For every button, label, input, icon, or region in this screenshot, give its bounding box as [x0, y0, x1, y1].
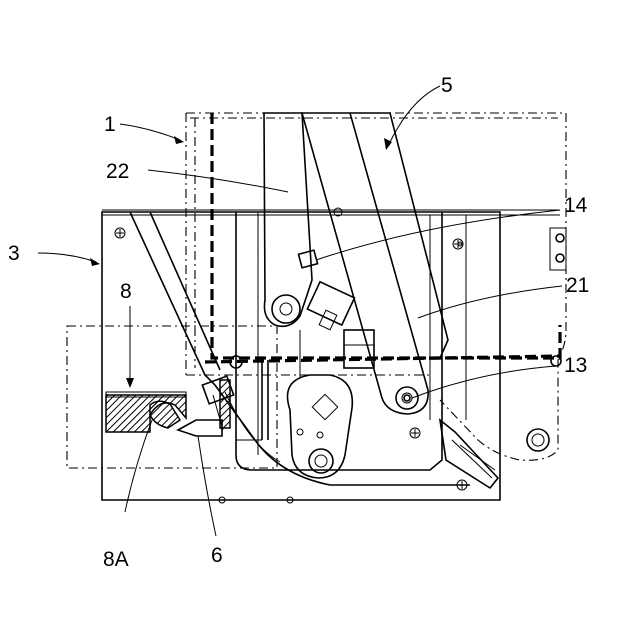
- label-8: 8: [120, 280, 132, 303]
- label-5: 5: [441, 74, 453, 97]
- casing-screw: [556, 234, 564, 242]
- mounting-screw: [410, 428, 420, 438]
- mounting-screw: [115, 228, 125, 238]
- casing-outline: [186, 113, 566, 460]
- label-14: 14: [564, 194, 588, 217]
- frame-screw: [551, 356, 561, 366]
- label-8A: 8A: [103, 548, 129, 571]
- switch-block: [307, 282, 354, 330]
- cover-plate: [236, 212, 466, 470]
- pin-13: [404, 395, 410, 401]
- pin-14: [298, 250, 317, 268]
- cam-plate: [288, 375, 353, 478]
- switch-block: [344, 330, 374, 368]
- base-plate: [102, 210, 560, 503]
- label-21: 21: [566, 274, 589, 297]
- lever-arm-22: [264, 113, 312, 326]
- lever-arm-21: [302, 113, 428, 414]
- casing-screw: [556, 254, 564, 262]
- link-plate-5: [350, 113, 448, 358]
- casing-roller: [527, 429, 549, 451]
- label-6: 6: [211, 544, 223, 567]
- label-3: 3: [8, 242, 20, 265]
- label-13: 13: [564, 354, 587, 377]
- label-22: 22: [106, 160, 129, 183]
- label-1: 1: [104, 113, 116, 136]
